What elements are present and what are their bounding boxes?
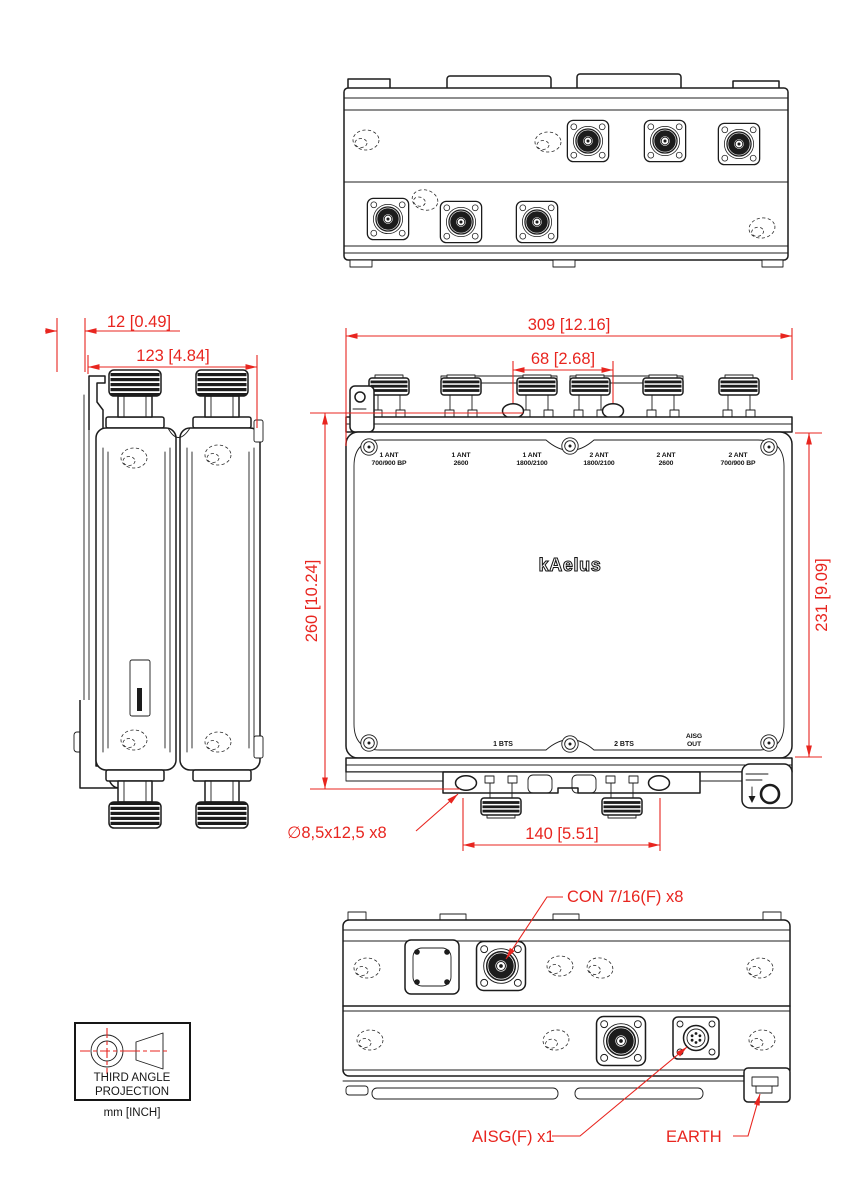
dim-label-260: 260 [10.24] bbox=[303, 560, 321, 643]
callout-mounting-slot: ∅8,5x12,5 x8 bbox=[287, 793, 459, 842]
port-label-1ant-18002100-band: 1800/2100 bbox=[516, 460, 548, 467]
callout-connector-type: CON 7/16(F) x8 bbox=[505, 888, 683, 960]
port-label-aisg-out: OUT bbox=[687, 741, 702, 748]
earth-arrow-mark bbox=[748, 796, 756, 803]
dim-bracket-offset: 12 [0.49] bbox=[45, 313, 180, 372]
port-label-2ant-2600-band: 2600 bbox=[659, 460, 674, 467]
bracket-top-hook bbox=[88, 375, 106, 430]
projection-text-line1: THIRD ANGLE bbox=[94, 1072, 171, 1084]
kaelus-logo: kAelus bbox=[539, 555, 602, 575]
dim-label-123: 123 [4.84] bbox=[136, 347, 209, 365]
dim-side-width: 123 [4.84] bbox=[87, 347, 258, 428]
port-label-2bts: 2 BTS bbox=[614, 741, 634, 748]
port-label-1ant-2600-band: 2600 bbox=[454, 460, 469, 467]
dimensions: 12 [0.49] 123 [4.84] 309 [12.16] 68 [2.6… bbox=[45, 313, 831, 1146]
dim-label-12: 12 [0.49] bbox=[107, 313, 171, 331]
dim-slot-spacing-bottom: 140 [5.51] bbox=[462, 798, 661, 851]
port-label-2ant-18002100: 2 ANT bbox=[590, 452, 610, 459]
dim-label-68: 68 [2.68] bbox=[531, 350, 595, 368]
dim-body-height: 231 [9.09] bbox=[795, 432, 831, 758]
port-label-1ant-18002100: 1 ANT bbox=[523, 452, 543, 459]
projection-cone bbox=[135, 1032, 164, 1070]
units-note: mm [INCH] bbox=[104, 1107, 161, 1119]
port-label-2ant-2600: 2 ANT bbox=[657, 452, 677, 459]
callout-label-con716: CON 7/16(F) x8 bbox=[567, 888, 683, 906]
port-label-1ant-2600: 1 ANT bbox=[452, 452, 472, 459]
callout-label-earth: EARTH bbox=[666, 1128, 722, 1146]
side-view bbox=[73, 369, 264, 829]
projection-symbol: THIRD ANGLE PROJECTION mm [INCH] bbox=[74, 1022, 191, 1119]
port-label-2ant-700900-band: 700/900 BP bbox=[721, 460, 756, 467]
port-label-2ant-700900: 2 ANT bbox=[729, 452, 749, 459]
bottom-view bbox=[342, 911, 791, 1103]
dim-slot-spacing-top: 68 [2.68] bbox=[512, 350, 614, 403]
port-label-1bts: 1 BTS bbox=[493, 741, 513, 748]
dim-label-140: 140 [5.51] bbox=[525, 825, 598, 843]
dim-label-231: 231 [9.09] bbox=[813, 558, 831, 631]
top-view bbox=[343, 73, 789, 268]
port-label-1ant-700900: 1 ANT bbox=[380, 452, 400, 459]
port-label-2ant-18002100-band: 1800/2100 bbox=[583, 460, 615, 467]
dim-overall-width: 309 [12.16] bbox=[345, 316, 793, 446]
callout-label-aisg: AISG(F) x1 bbox=[472, 1128, 555, 1146]
front-view: 1 ANT 700/900 BP 1 ANT 2600 1 ANT 1800/2… bbox=[345, 374, 793, 819]
projection-text-line2: PROJECTION bbox=[95, 1086, 169, 1098]
dim-label-309: 309 [12.16] bbox=[528, 316, 611, 334]
port-label-1ant-700900-band: 700/900 BP bbox=[372, 460, 407, 467]
dim-label-slot: ∅8,5x12,5 x8 bbox=[287, 824, 387, 842]
dim-overall-height: 260 [10.24] bbox=[303, 412, 523, 790]
callout-aisg: AISG(F) x1 bbox=[472, 1046, 688, 1146]
callout-earth: EARTH bbox=[666, 1093, 761, 1146]
port-label-aisg: AISG bbox=[686, 733, 702, 740]
